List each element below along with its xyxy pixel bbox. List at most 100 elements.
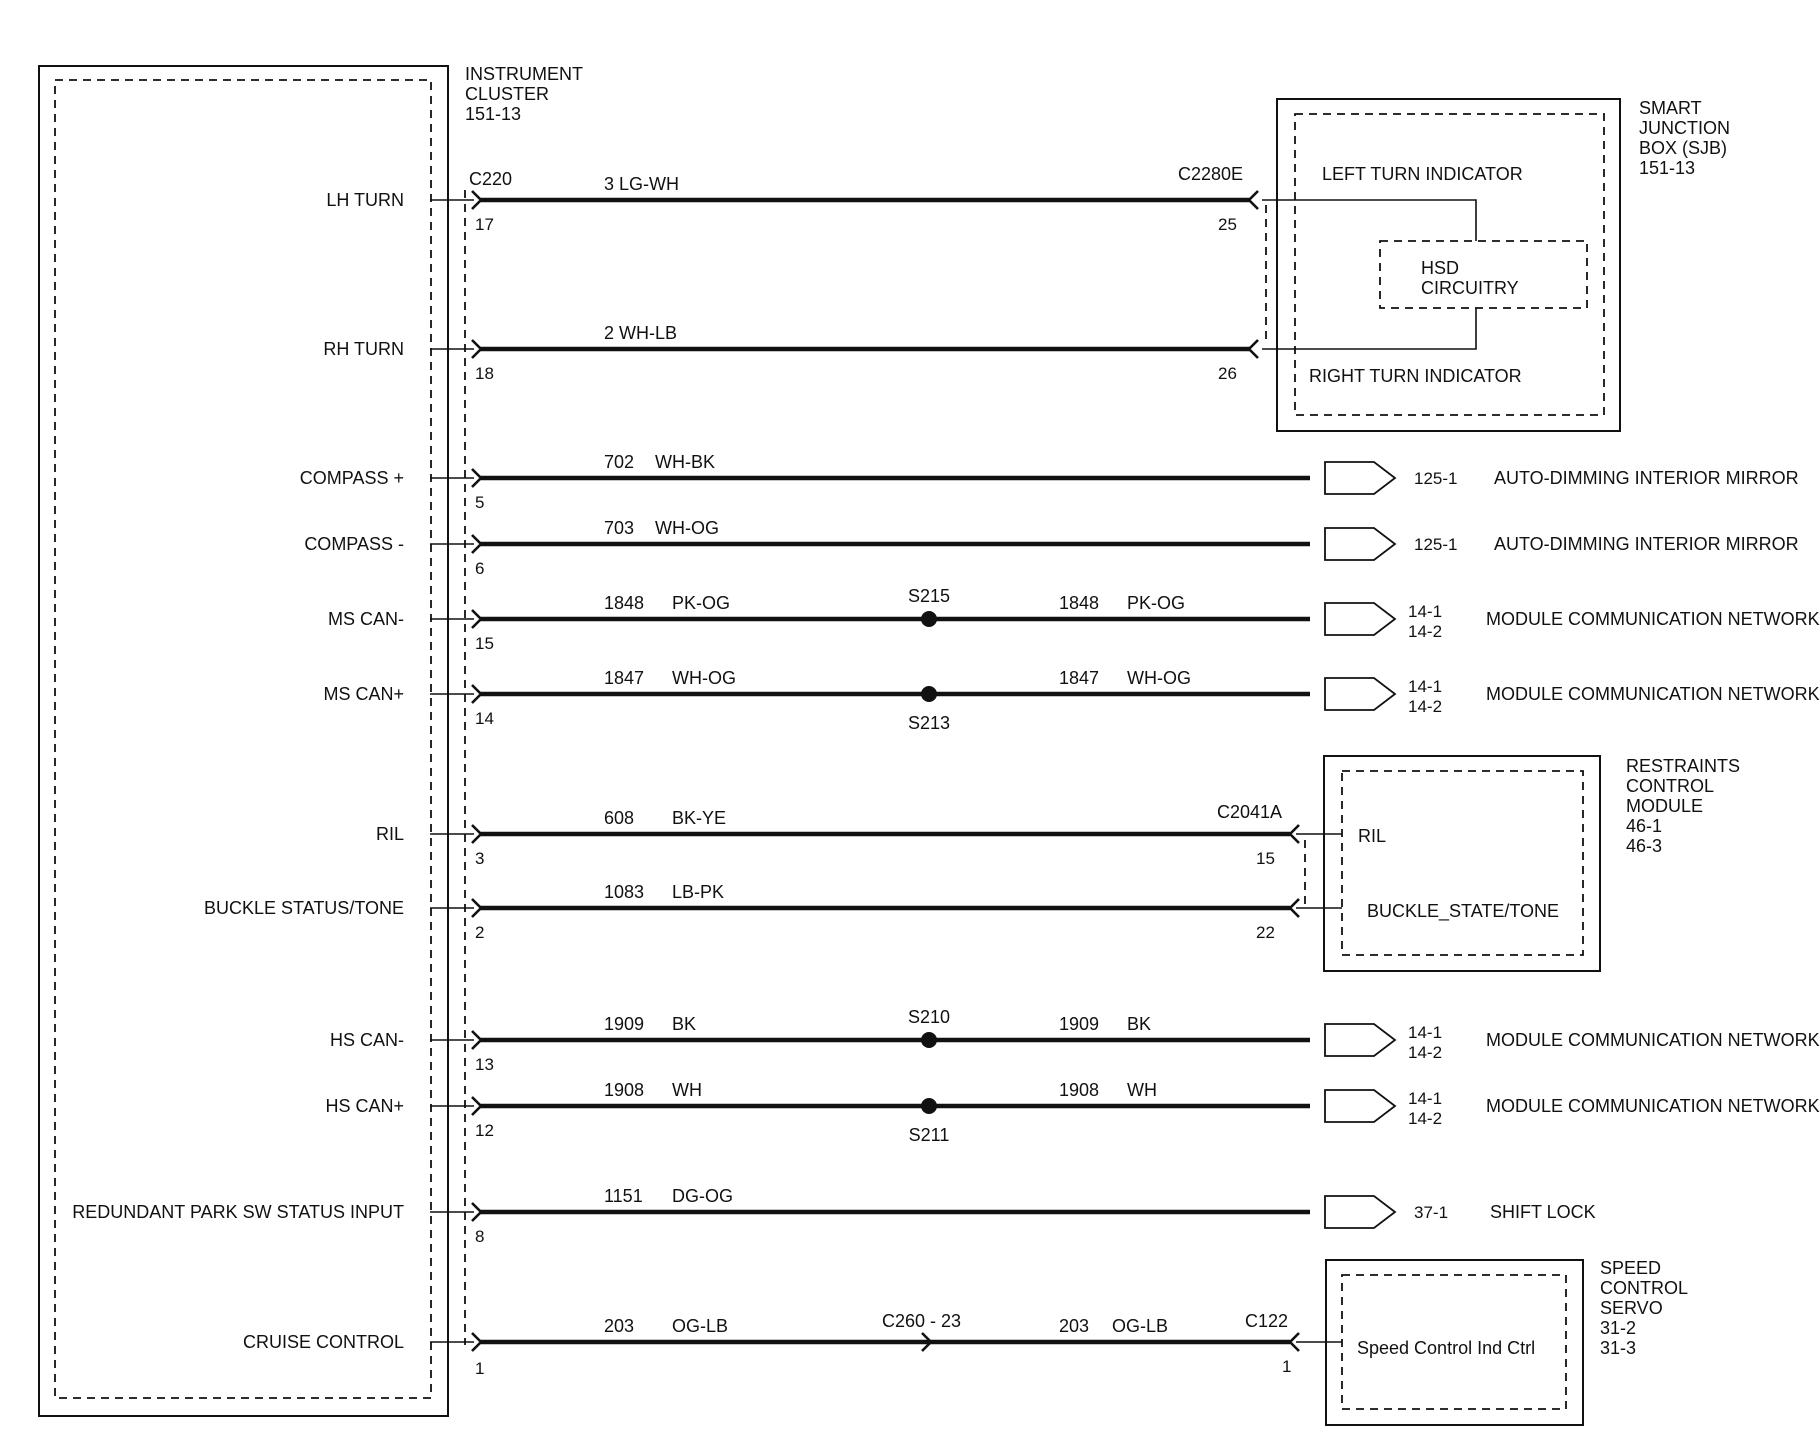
sjb-inner-outline bbox=[1294, 113, 1605, 416]
circuit-number: 702 bbox=[604, 452, 634, 472]
cluster-title-line-2: CLUSTER bbox=[465, 84, 549, 104]
signal-label: RIL bbox=[376, 824, 404, 844]
circuit-number: 1083 bbox=[604, 882, 644, 902]
wire-color: BK bbox=[672, 1014, 696, 1034]
rcm-buckle-label: BUCKLE_STATE/TONE bbox=[1367, 901, 1559, 922]
cluster-title-line-3: 151-13 bbox=[465, 104, 521, 124]
wire-color-2: OG-LB bbox=[1112, 1316, 1168, 1336]
off-page-connector-icon bbox=[1324, 527, 1397, 561]
page-ref: 14-1 bbox=[1408, 1089, 1442, 1108]
end-pin-number: 25 bbox=[1218, 215, 1237, 234]
pin-number: 2 bbox=[475, 923, 484, 942]
end-pin-number: 26 bbox=[1218, 364, 1237, 383]
circuit-number-2: 1848 bbox=[1059, 593, 1099, 613]
sjb-title-line-3: BOX (SJB) bbox=[1639, 138, 1727, 158]
off-page-connector-icon bbox=[1324, 461, 1397, 495]
cluster-inner-outline bbox=[54, 79, 432, 1399]
splice-point bbox=[921, 1032, 937, 1048]
signal-label: HS CAN+ bbox=[325, 1096, 404, 1116]
wire-color: OG-LB bbox=[672, 1316, 728, 1336]
page-ref-2: 14-2 bbox=[1408, 1109, 1442, 1128]
circuit-number: 203 bbox=[604, 1316, 634, 1336]
off-page-connector-icon bbox=[1324, 677, 1397, 711]
end-pin-number: 15 bbox=[1256, 849, 1275, 868]
off-page-connector-icon bbox=[1324, 1089, 1397, 1123]
pin-number: 18 bbox=[475, 364, 494, 383]
circuit-number-2: 203 bbox=[1059, 1316, 1089, 1336]
splice-label: S215 bbox=[908, 586, 950, 606]
pin-number: 14 bbox=[475, 709, 494, 728]
pin-number: 6 bbox=[475, 559, 484, 578]
splice-point bbox=[921, 611, 937, 627]
signal-label: MS CAN+ bbox=[323, 684, 404, 704]
rcm-ril-label: RIL bbox=[1358, 826, 1386, 846]
signal-label: COMPASS - bbox=[304, 534, 404, 554]
rcm-title-line-1: RESTRAINTS bbox=[1626, 756, 1740, 776]
pin-number: 13 bbox=[475, 1055, 494, 1074]
sjb-right-internal-wire bbox=[1262, 308, 1477, 350]
end-pin-number: 22 bbox=[1256, 923, 1275, 942]
pin-number: 15 bbox=[475, 634, 494, 653]
signal-label: RH TURN bbox=[323, 339, 404, 359]
end-pin-number: 1 bbox=[1282, 1357, 1291, 1376]
circuit-number-2: 1908 bbox=[1059, 1080, 1099, 1100]
signal-label: BUCKLE STATUS/TONE bbox=[204, 898, 404, 918]
hsd-label-line-2: CIRCUITRY bbox=[1421, 278, 1519, 298]
wire-color: DG-OG bbox=[672, 1186, 733, 1206]
wire-color-2: WH bbox=[1127, 1080, 1157, 1100]
connector-chevron-icon bbox=[1288, 898, 1300, 918]
hsd-label-line-1: HSD bbox=[1421, 258, 1459, 278]
sjb-right-turn-label: RIGHT TURN INDICATOR bbox=[1309, 366, 1522, 386]
destination-label: MODULE COMMUNICATION NETWORK bbox=[1486, 684, 1820, 704]
sjb-left-internal-wire bbox=[1262, 199, 1477, 241]
signal-label: LH TURN bbox=[326, 190, 404, 210]
pin-number: 3 bbox=[475, 849, 484, 868]
page-ref: 14-1 bbox=[1408, 602, 1442, 621]
rcm-connector-label: C2041A bbox=[1217, 802, 1282, 822]
servo-title-line-3: SERVO bbox=[1600, 1298, 1663, 1318]
servo-title-line-2: CONTROL bbox=[1600, 1278, 1688, 1298]
cluster-title-line-1: INSTRUMENT bbox=[465, 64, 583, 84]
page-ref-2: 14-2 bbox=[1408, 622, 1442, 641]
servo-connector-label: C122 bbox=[1245, 1311, 1288, 1331]
sjb-title-line-1: SMART bbox=[1639, 98, 1702, 118]
pin-number: 17 bbox=[475, 215, 494, 234]
destination-label: AUTO-DIMMING INTERIOR MIRROR bbox=[1494, 534, 1799, 554]
wire-color: WH-OG bbox=[655, 518, 719, 538]
rcm-title-line-3: MODULE bbox=[1626, 796, 1703, 816]
wire-label: 3 LG-WH bbox=[604, 174, 679, 194]
rcm-outline bbox=[1323, 755, 1601, 972]
hsd-circuitry-box bbox=[1379, 240, 1588, 309]
connector-chevron-icon bbox=[1247, 190, 1259, 210]
signal-label: HS CAN- bbox=[330, 1030, 404, 1050]
sjb-left-turn-label: LEFT TURN INDICATOR bbox=[1322, 164, 1523, 184]
connector-chevron-icon bbox=[1288, 824, 1300, 844]
signal-label: MS CAN- bbox=[328, 609, 404, 629]
page-ref: 37-1 bbox=[1414, 1203, 1448, 1222]
splice-point bbox=[921, 686, 937, 702]
wire-color: WH-BK bbox=[655, 452, 715, 472]
destination-label: AUTO-DIMMING INTERIOR MIRROR bbox=[1494, 468, 1799, 488]
destination-label: SHIFT LOCK bbox=[1490, 1202, 1596, 1222]
instrument-cluster: INSTRUMENT CLUSTER 151-13 C220 bbox=[38, 64, 583, 1417]
sjb-outline bbox=[1276, 98, 1621, 432]
rcm-title-line-5: 46-3 bbox=[1626, 836, 1662, 856]
sjb-title-line-4: 151-13 bbox=[1639, 158, 1695, 178]
servo-title-line-1: SPEED bbox=[1600, 1258, 1661, 1278]
splice-label: S211 bbox=[909, 1125, 950, 1145]
circuit-number: 1847 bbox=[604, 668, 644, 688]
smart-junction-box: HSD CIRCUITRY LEFT TURN INDICATOR RIGHT … bbox=[1178, 98, 1730, 432]
page-ref: 125-1 bbox=[1414, 535, 1457, 554]
sjb-title-line-2: JUNCTION bbox=[1639, 118, 1730, 138]
off-page-connector-icon bbox=[1324, 602, 1397, 636]
splice-point bbox=[921, 1098, 937, 1114]
page-ref-2: 14-2 bbox=[1408, 697, 1442, 716]
cluster-connector-label: C220 bbox=[469, 169, 512, 189]
restraints-control-module: RIL BUCKLE_STATE/TONE RESTRAINTS CONTROL… bbox=[1217, 755, 1740, 972]
connector-chevron-icon bbox=[1288, 1332, 1300, 1352]
connector-chevron-icon bbox=[1247, 339, 1259, 359]
pin-number: 8 bbox=[475, 1227, 484, 1246]
destination-label: MODULE COMMUNICATION NETWORK bbox=[1486, 1030, 1820, 1050]
